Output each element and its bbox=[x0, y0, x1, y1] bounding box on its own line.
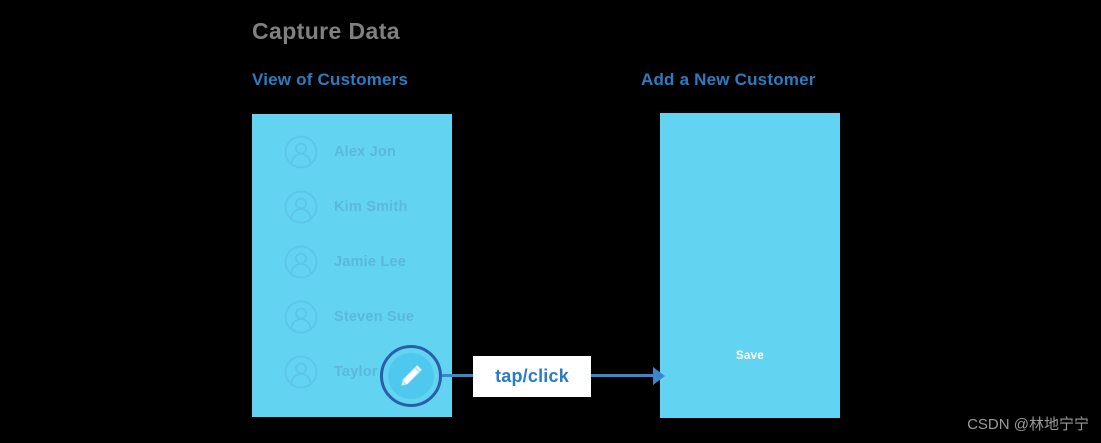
list-item[interactable]: Steven Sue bbox=[284, 297, 414, 337]
connector-line-right bbox=[589, 374, 655, 377]
user-avatar-icon bbox=[284, 135, 318, 169]
list-item[interactable]: Taylor bbox=[284, 352, 378, 392]
left-panel-title: View of Customers bbox=[252, 70, 409, 89]
page-title: Capture Data bbox=[252, 18, 400, 44]
customer-name: Jamie Lee bbox=[334, 254, 406, 270]
right-panel-title: Add a New Customer bbox=[641, 70, 816, 89]
list-item[interactable]: Alex Jon bbox=[284, 132, 396, 172]
pencil-edit-icon bbox=[397, 362, 425, 390]
save-button[interactable]: Save bbox=[735, 350, 765, 362]
customer-name: Taylor bbox=[334, 364, 378, 380]
arrow-right-icon bbox=[653, 367, 665, 385]
watermark: CSDN @林地宁宁 bbox=[967, 416, 1089, 433]
tap-click-label: tap/click bbox=[473, 356, 591, 397]
connector-line-left bbox=[440, 374, 476, 377]
edit-customer-button[interactable] bbox=[380, 345, 442, 407]
customer-name: Alex Jon bbox=[334, 144, 397, 160]
edit-fab-inner bbox=[388, 353, 434, 399]
user-avatar-icon bbox=[284, 245, 318, 279]
user-avatar-icon bbox=[284, 190, 318, 224]
user-avatar-icon bbox=[284, 300, 318, 334]
user-avatar-icon bbox=[284, 355, 318, 389]
customer-list-panel: Alex Jon Kim Smith Jamie Lee bbox=[252, 114, 452, 417]
customer-name: Kim Smith bbox=[334, 199, 408, 215]
new-customer-panel: Save bbox=[660, 113, 840, 418]
list-item[interactable]: Kim Smith bbox=[284, 187, 408, 227]
list-item[interactable]: Jamie Lee bbox=[284, 242, 406, 282]
customer-name: Steven Sue bbox=[334, 309, 415, 325]
